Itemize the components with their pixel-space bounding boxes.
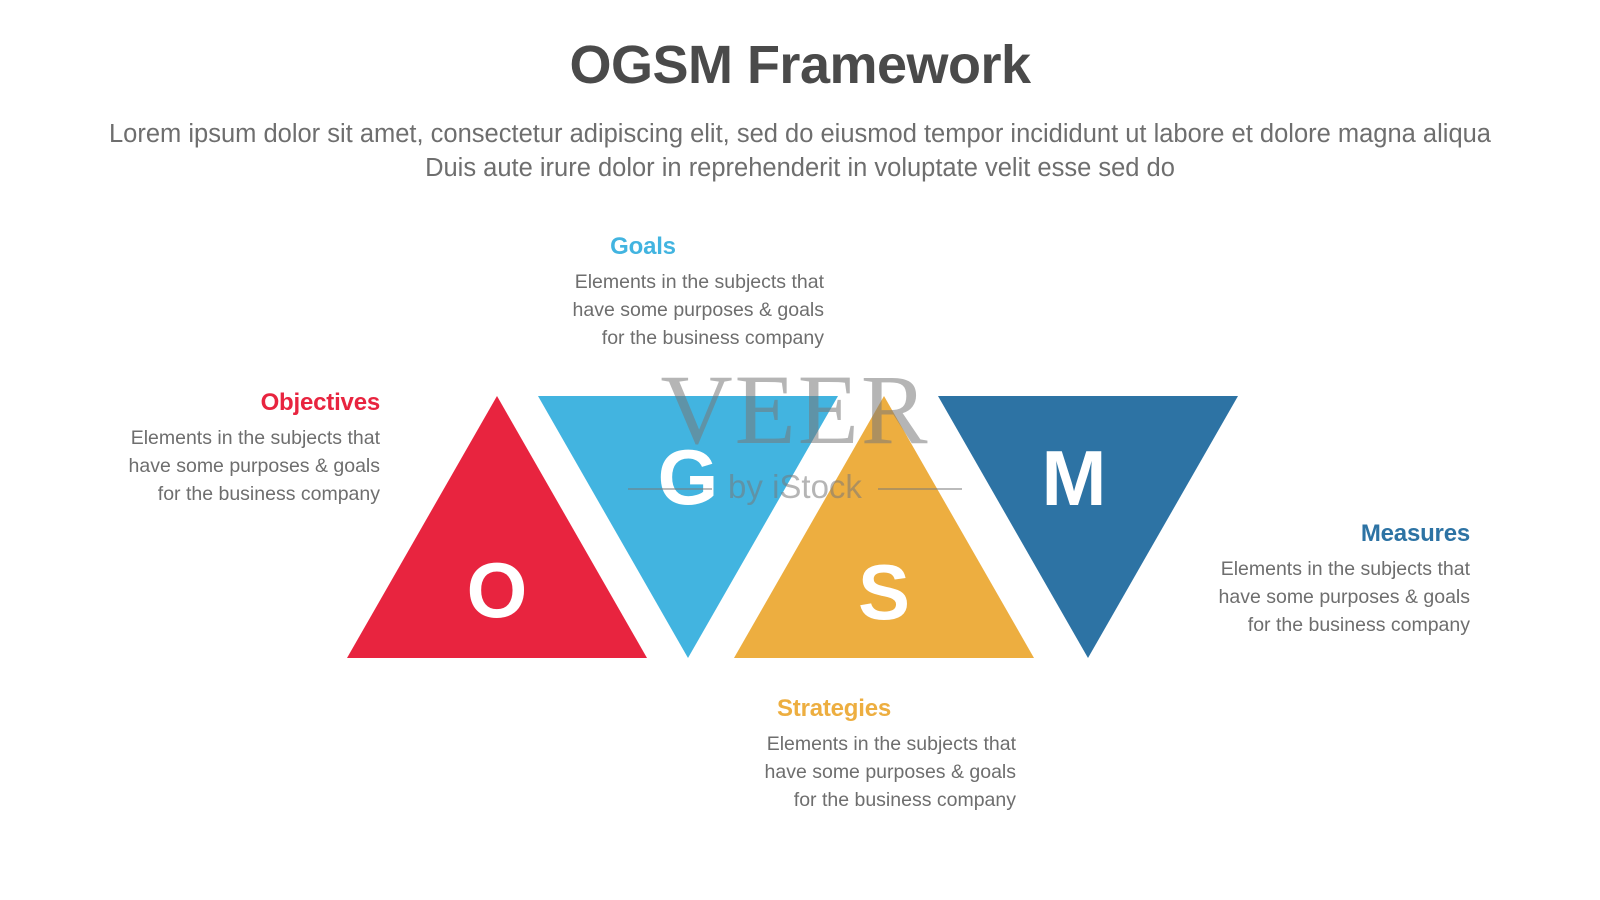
triangle-goals[interactable]: G [538,396,838,658]
page-subtitle: Lorem ipsum dolor sit amet, consectetur … [108,120,1491,182]
triangle-measures-shape[interactable] [938,396,1238,658]
label-heading-measures: Measures [1360,520,1470,547]
label-description-objectives: Elements in the subjects that have some … [128,427,380,505]
label-description-goals: Elements in the subjects that have some … [572,271,824,349]
label-block-goals: Goals Elements in the subjects that have… [470,233,824,352]
label-block-objectives: Objectives Elements in the subjects that… [60,389,381,508]
label-block-strategies: Strategies Elements in the subjects that… [660,695,1016,814]
triangle-letter-o: O [467,546,528,634]
label-description-measures: Elements in the subjects that have some … [1218,558,1470,636]
triangle-letter-s: S [858,548,910,636]
triangle-strategies[interactable]: S [734,396,1034,658]
label-heading-objectives: Objectives [260,389,381,416]
triangle-strategies-shape[interactable] [734,396,1034,658]
label-heading-strategies: Strategies [776,695,892,722]
triangle-objectives[interactable]: O [347,396,647,658]
triangle-goals-shape[interactable] [538,396,838,658]
triangle-objectives-shape[interactable] [347,396,647,658]
triangle-letter-g: G [658,433,719,521]
page-title: OGSM Framework [569,35,1031,95]
label-block-measures: Measures Elements in the subjects that h… [1150,520,1471,639]
label-heading-goals: Goals [610,233,676,260]
triangle-letter-m: M [1042,434,1107,522]
triangle-measures[interactable]: M [938,396,1238,658]
label-description-strategies: Elements in the subjects that have some … [764,733,1016,811]
